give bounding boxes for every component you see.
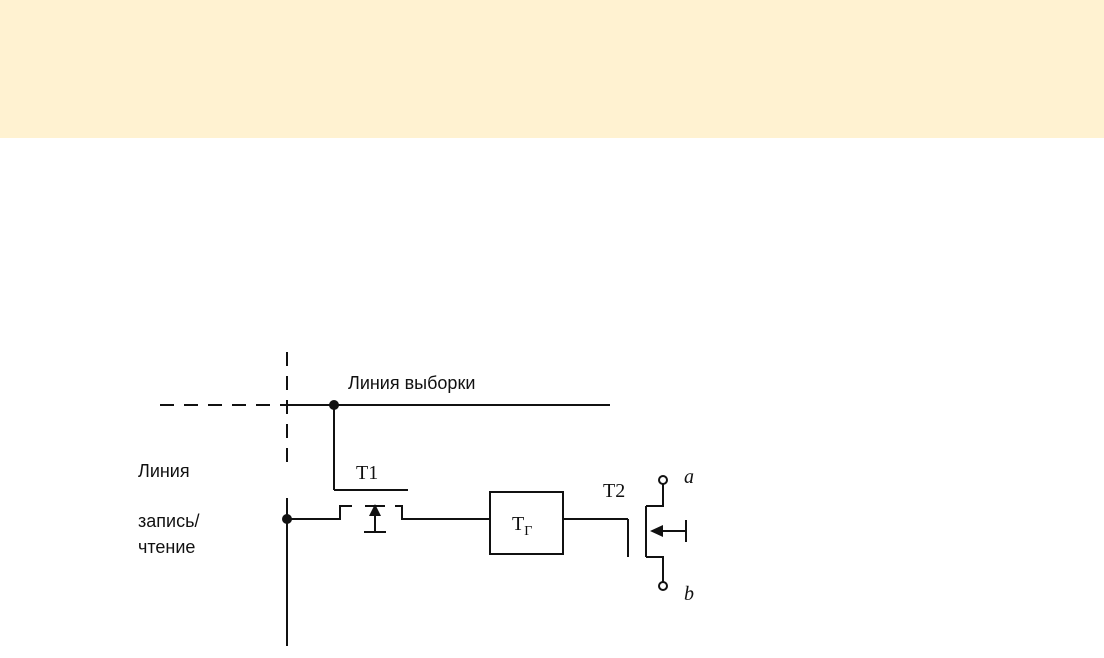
t1-label: T1: [356, 462, 378, 484]
terminal-a-label: a: [684, 466, 694, 488]
terminal-a-circle: [658, 475, 668, 485]
t1-arrow-icon: [369, 504, 381, 516]
terminal-b-label: b: [684, 583, 694, 605]
t1-channel: [287, 505, 490, 520]
t2-label: T2: [603, 480, 625, 502]
rw-line-label-2: запись/: [138, 511, 199, 531]
tg-box: [489, 491, 564, 555]
rw-line-label-3: чтение: [138, 537, 195, 557]
terminal-b-circle: [658, 581, 668, 591]
top-banner: [0, 0, 1104, 138]
tg-label-sub: Г: [524, 524, 532, 539]
t2-source-wire: [646, 556, 664, 582]
t2-drain-wire: [646, 484, 664, 507]
tg-label: TГ: [512, 513, 532, 539]
rw-line-label-1: Линия: [138, 461, 190, 481]
tg-label-main: T: [512, 513, 524, 535]
selection-line-label: Линия выборки: [348, 373, 475, 393]
t1-source-drain: [339, 506, 403, 519]
t2-arrow-icon: [650, 525, 663, 537]
